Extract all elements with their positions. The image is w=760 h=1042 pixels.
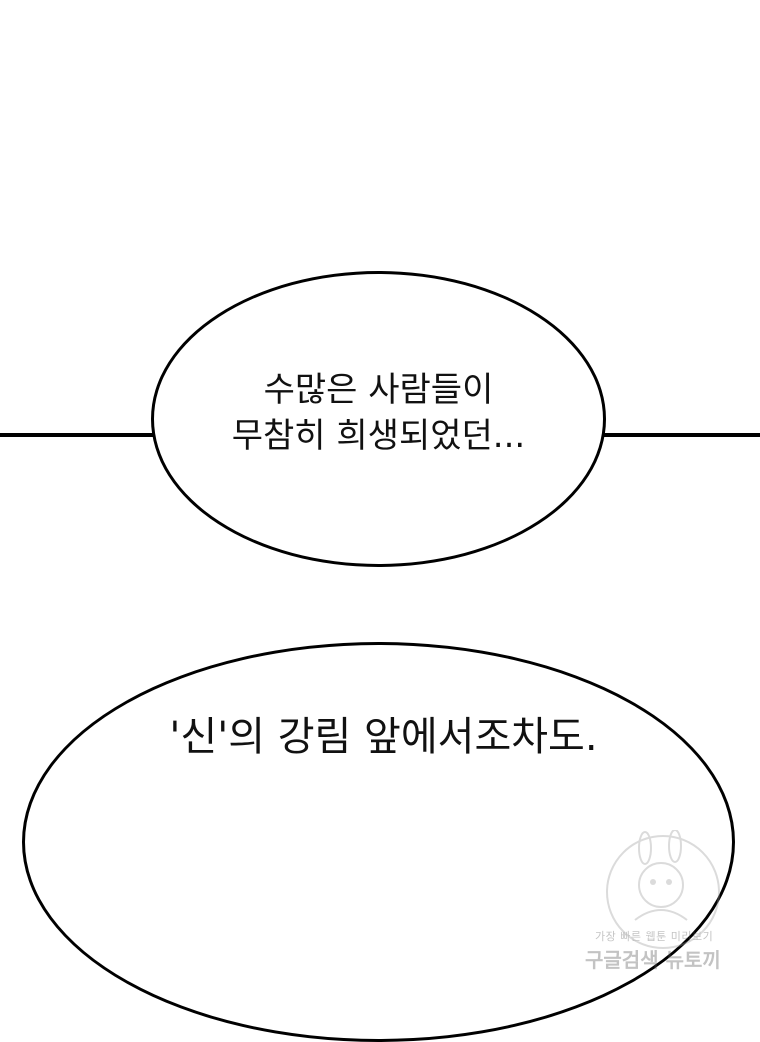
watermark-tagline: 가장 빠른 웹툰 미리보기 bbox=[595, 930, 714, 943]
watermark: 가장 빠른 웹툰 미리보기 구글검색 뉴토끼 bbox=[585, 830, 745, 980]
watermark-site-name: 구글검색 뉴토끼 bbox=[585, 948, 721, 972]
speech-bubble-bottom: '신'의 강림 앞에서조차도. bbox=[22, 642, 735, 1042]
speech-line: '신'의 강림 앞에서조차도. bbox=[169, 714, 598, 760]
bunny-mascot-icon bbox=[606, 830, 720, 949]
speech-bubble-top: 수많은 사람들이 무참히 희생되었던... bbox=[151, 271, 606, 567]
speech-bubble-top-text: 수많은 사람들이 무참히 희생되었던... bbox=[232, 367, 525, 459]
speech-line: 수많은 사람들이 bbox=[263, 370, 494, 410]
speech-line: 무참히 희생되었던... bbox=[231, 416, 526, 456]
speech-bubble-bottom-text: '신'의 강림 앞에서조차도. bbox=[169, 711, 597, 763]
